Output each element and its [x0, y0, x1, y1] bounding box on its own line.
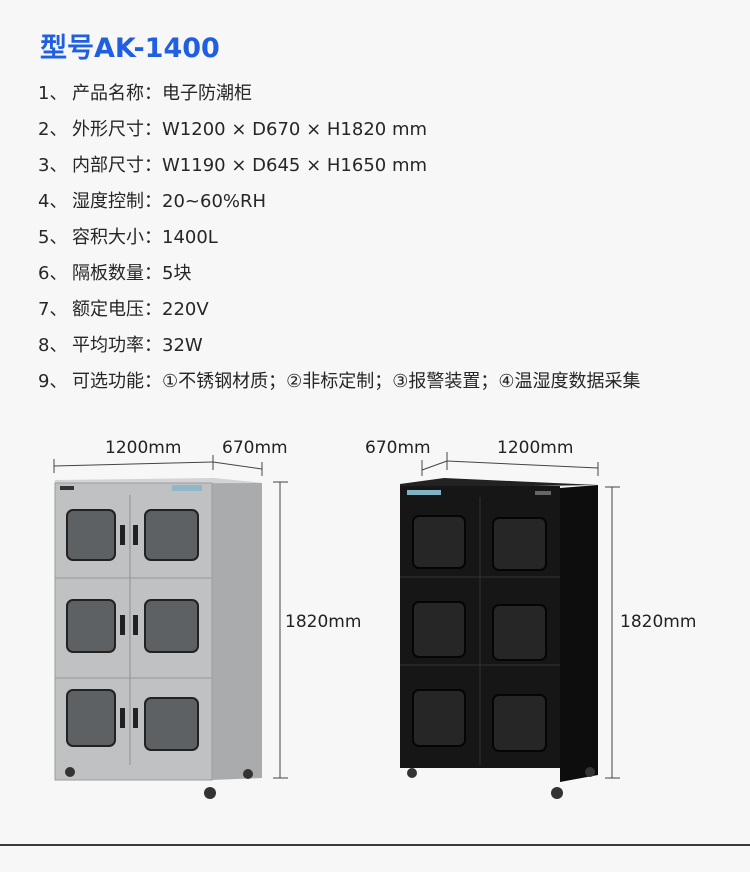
spec-item: 3、内部尺寸：W1190 × D645 × H1650 mm: [38, 151, 641, 187]
silver-depth-label: 670mm: [222, 438, 288, 458]
spec-item: 4、湿度控制：20~60%RH: [38, 187, 641, 223]
spec-number: 8、: [38, 335, 68, 356]
black-height-label: 1820mm: [620, 612, 697, 632]
spec-item: 5、容积大小：1400L: [38, 223, 641, 259]
spec-label: 湿度控制：: [72, 191, 162, 212]
spec-number: 6、: [38, 263, 68, 284]
spec-value: W1200 × D670 × H1820 mm: [162, 119, 428, 140]
spec-value: ①不锈钢材质；②非标定制；③报警装置；④温湿度数据采集: [162, 371, 641, 392]
silver-cabinet-image: [54, 478, 262, 799]
spec-list: 1、产品名称：电子防潮柜 2、外形尺寸：W1200 × D670 × H1820…: [38, 79, 641, 403]
spec-number: 9、: [38, 371, 68, 392]
black-dimension-lines: [421, 452, 620, 779]
spec-item: 7、额定电压：220V: [38, 295, 641, 331]
spec-value: 32W: [162, 335, 203, 356]
spec-value: W1190 × D645 × H1650 mm: [162, 155, 428, 176]
black-width-label: 1200mm: [497, 438, 574, 458]
silver-width-label: 1200mm: [105, 438, 182, 458]
spec-label: 容积大小：: [72, 227, 162, 248]
spec-label: 可选功能：: [72, 371, 162, 392]
silver-height-label: 1820mm: [285, 612, 362, 632]
spec-value: 20~60%RH: [162, 191, 267, 212]
spec-label: 内部尺寸：: [72, 155, 162, 176]
spec-number: 1、: [38, 83, 68, 104]
spec-number: 3、: [38, 155, 68, 176]
spec-value: 电子防潮柜: [162, 83, 252, 104]
divider: [0, 844, 750, 846]
spec-value: 1400L: [162, 227, 218, 248]
spec-item: 2、外形尺寸：W1200 × D670 × H1820 mm: [38, 115, 641, 151]
black-cabinet-image: [400, 478, 598, 799]
spec-item: 6、隔板数量：5块: [38, 259, 641, 295]
spec-item: 9、可选功能：①不锈钢材质；②非标定制；③报警装置；④温湿度数据采集: [38, 367, 641, 403]
spec-number: 4、: [38, 191, 68, 212]
spec-number: 5、: [38, 227, 68, 248]
page-title: 型号AK-1400: [40, 33, 220, 64]
spec-item: 1、产品名称：电子防潮柜: [38, 79, 641, 115]
spec-item: 8、平均功率：32W: [38, 331, 641, 367]
spec-value: 5块: [162, 263, 192, 284]
black-depth-label: 670mm: [365, 438, 431, 458]
spec-label: 额定电压：: [72, 299, 162, 320]
silver-dimension-lines: [53, 455, 288, 779]
spec-value: 220V: [162, 299, 209, 320]
spec-label: 平均功率：: [72, 335, 162, 356]
spec-label: 外形尺寸：: [72, 119, 162, 140]
spec-number: 2、: [38, 119, 68, 140]
spec-label: 产品名称：: [72, 83, 162, 104]
spec-label: 隔板数量：: [72, 263, 162, 284]
spec-number: 7、: [38, 299, 68, 320]
